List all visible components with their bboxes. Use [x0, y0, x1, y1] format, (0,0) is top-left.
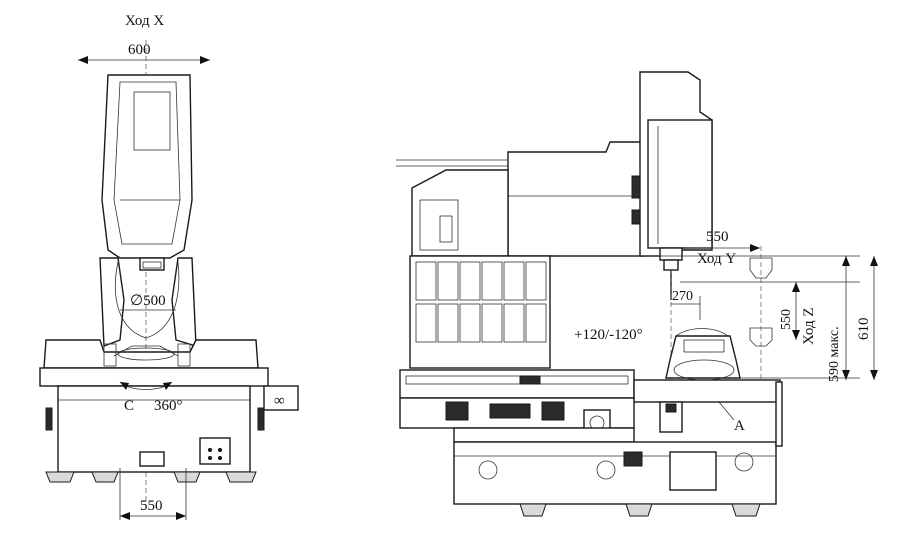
- tilting-table: [665, 335, 741, 379]
- z-travel-arrow-bottom: [792, 330, 800, 340]
- x-travel-arrow-left: [78, 56, 88, 64]
- base-chip-tray: [669, 451, 717, 491]
- ghost-spindle-bottom: [749, 327, 773, 347]
- side-saddle: [633, 379, 781, 403]
- z-travel-value: 550: [779, 309, 794, 330]
- front-foot-4: [225, 471, 257, 483]
- front-foot-2: [91, 471, 119, 483]
- front-coolant-port: [139, 451, 165, 467]
- base-hole-2: [596, 460, 616, 480]
- front-side-rail-right: [257, 407, 265, 431]
- z-travel-label: Ход Z: [801, 308, 817, 346]
- table-guard: [43, 339, 259, 369]
- side-base-upper: [453, 427, 635, 443]
- mechanism-3: [541, 401, 565, 421]
- tilt-arc: [675, 328, 729, 337]
- arch-right-leg: [171, 257, 197, 347]
- tilt-label: +120/-120°: [574, 327, 643, 343]
- enclosure-upper-slot: [439, 215, 453, 243]
- offset-value: 270: [672, 289, 693, 304]
- tilting-table-top: [683, 339, 725, 353]
- front-side-rail-left: [45, 407, 53, 431]
- base-hole-3: [734, 452, 754, 472]
- x-travel-value: 600: [128, 42, 151, 58]
- control-box-dot-1: [208, 448, 212, 452]
- y-travel-arrow: [750, 244, 760, 252]
- width-arrow-left: [120, 512, 130, 520]
- base-coolant-pump: [623, 451, 643, 467]
- width-value: 550: [140, 498, 163, 514]
- spindle-head-window: [133, 91, 171, 151]
- control-box-dot-3: [208, 456, 212, 460]
- spindle-collet: [663, 259, 679, 271]
- rotary-table-top: [113, 345, 179, 357]
- column-housing: [507, 141, 645, 257]
- point-a-label: A: [734, 418, 745, 434]
- side-foot-1: [519, 503, 547, 517]
- front-view: Ход X 600 ∅500: [39, 13, 299, 520]
- z-max-label: 590 макс.: [827, 326, 842, 382]
- column-bracket-1: [631, 175, 641, 199]
- spindle-nose: [139, 257, 165, 271]
- side-view: 550 Ход Y 550 Ход Z 590 макс. 610 270 +1…: [396, 71, 878, 517]
- control-box-dot-4: [218, 456, 222, 460]
- trunnion-left: [103, 343, 117, 367]
- side-right-edge: [775, 381, 783, 447]
- height-arrow-top: [870, 256, 878, 266]
- trunnion-right: [177, 343, 191, 367]
- z-max-arrow-top: [842, 256, 850, 266]
- side-ballscrew-nut: [665, 403, 677, 413]
- spindle-head-panel: [113, 81, 181, 245]
- spindle-head: [647, 119, 713, 249]
- side-table-slot: [405, 375, 629, 385]
- z-max-arrow-bottom: [842, 370, 850, 380]
- y-travel-label: Ход Y: [697, 251, 736, 267]
- front-bed-top: [39, 367, 269, 387]
- mechanism-2: [489, 403, 531, 419]
- width-arrow-right: [176, 512, 186, 520]
- diameter-value: ∅500: [130, 293, 166, 309]
- height-value: 610: [856, 318, 872, 341]
- enclosure-upper-panel: [419, 199, 459, 251]
- ghost-spindle-top: [749, 257, 773, 279]
- c-arc-arrow-right: [163, 382, 172, 390]
- mechanism-1: [445, 401, 469, 421]
- c-axis-label: C: [124, 398, 134, 414]
- spindle-nose-side: [659, 247, 683, 261]
- x-travel-label: Ход X: [125, 13, 164, 29]
- window-grid: [415, 261, 547, 343]
- side-base: [453, 441, 777, 505]
- x-travel-arrow-right: [200, 56, 210, 64]
- spindle-nose-ring: [142, 261, 162, 269]
- side-table-clamp: [519, 375, 541, 385]
- front-foot-3: [173, 471, 201, 483]
- spindle-head-body: [101, 74, 193, 259]
- c-axis-value: 360°: [154, 398, 183, 414]
- base-hole-1: [478, 460, 498, 480]
- arch-left-leg: [99, 257, 125, 347]
- enclosure-upper: [411, 169, 509, 257]
- front-control-box: [199, 437, 231, 465]
- column-bracket-2: [631, 209, 641, 225]
- y-travel-value: 550: [706, 229, 729, 245]
- side-foot-2: [625, 503, 653, 517]
- infinity-box: [263, 385, 299, 411]
- c-arc-arrow-left: [120, 382, 129, 390]
- control-box-dot-2: [218, 448, 222, 452]
- rotary-table-face: [117, 347, 175, 361]
- side-foot-3: [731, 503, 761, 517]
- height-arrow-bottom: [870, 370, 878, 380]
- infinity-label: ∞: [274, 393, 285, 409]
- front-foot-1: [45, 471, 75, 483]
- arch-inner-curve: [114, 261, 180, 339]
- z-travel-arrow-top: [792, 282, 800, 292]
